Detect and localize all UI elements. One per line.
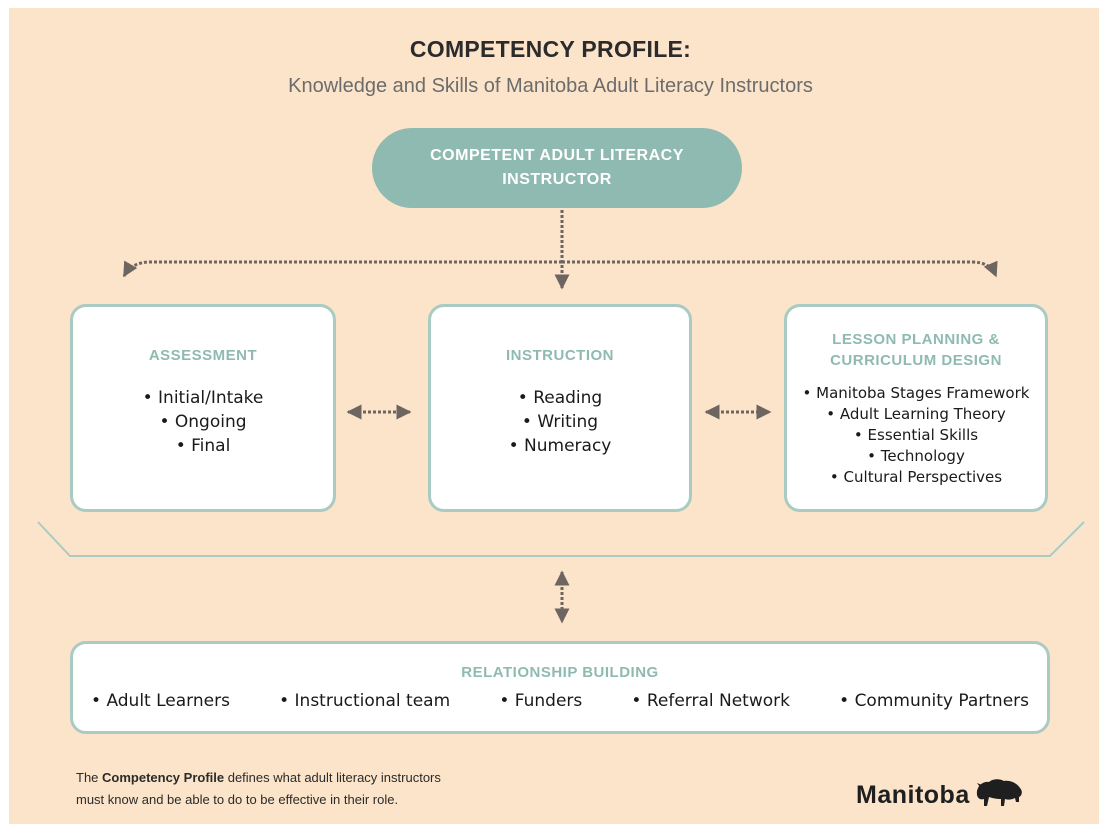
arrow-branch-left	[122, 260, 562, 278]
list-item: Community Partners	[839, 691, 1029, 711]
list-item: Reading	[431, 386, 689, 410]
lesson-heading-line2: CURRICULUM DESIGN	[830, 352, 1002, 369]
manitoba-logo: Manitoba	[856, 778, 1024, 812]
instruction-heading: INSTRUCTION	[506, 347, 614, 364]
list-item: Adult Learning Theory	[787, 404, 1045, 425]
page-title: COMPETENCY PROFILE:	[409, 36, 692, 62]
instruction-list: Reading Writing Numeracy	[431, 386, 689, 458]
lesson-heading-line1: LESSON PLANNING &	[832, 331, 1000, 348]
list-item: Referral Network	[631, 691, 790, 711]
footer-bold-term: Competency Profile	[102, 770, 225, 785]
lesson-planning-heading: LESSON PLANNING & CURRICULUM DESIGN	[787, 329, 1045, 371]
logo-wordmark: Manitoba	[856, 780, 970, 809]
assessment-box: ASSESSMENT Initial/Intake Ongoing Final	[70, 304, 336, 512]
list-item: Instructional team	[279, 691, 451, 711]
list-item: Numeracy	[431, 434, 689, 458]
arrow-branch-right	[562, 260, 998, 278]
footer-line2: must know and be able to do to be effect…	[76, 792, 399, 807]
lesson-list: Manitoba Stages Framework Adult Learning…	[787, 383, 1045, 488]
list-item: Final	[73, 434, 333, 458]
page-subtitle: Knowledge and Skills of Manitoba Adult L…	[288, 75, 813, 97]
list-item: Manitoba Stages Framework	[787, 383, 1045, 404]
relationship-heading: RELATIONSHIP BUILDING	[461, 664, 659, 681]
relationship-list: Adult Learners Instructional team Funder…	[73, 691, 1047, 711]
list-item: Initial/Intake	[73, 386, 333, 410]
list-item: Technology	[787, 446, 1045, 467]
lesson-planning-box: LESSON PLANNING & CURRICULUM DESIGN Mani…	[784, 304, 1048, 512]
list-item: Essential Skills	[787, 425, 1045, 446]
list-item: Cultural Perspectives	[787, 467, 1045, 488]
list-item: Adult Learners	[91, 691, 230, 711]
competent-instructor-node: COMPETENT ADULT LITERACY INSTRUCTOR	[372, 128, 742, 208]
list-item: Writing	[431, 410, 689, 434]
footer-note: The Competency Profile defines what adul…	[76, 767, 596, 811]
list-item: Ongoing	[73, 410, 333, 434]
instruction-box: INSTRUCTION Reading Writing Numeracy	[428, 304, 692, 512]
bison-icon	[976, 779, 1022, 806]
grouping-bracket	[37, 521, 1085, 557]
competent-instructor-label: COMPETENT ADULT LITERACY INSTRUCTOR	[430, 147, 684, 188]
footer-line1: The Competency Profile defines what adul…	[76, 770, 441, 785]
list-item: Funders	[499, 691, 583, 711]
assessment-heading: ASSESSMENT	[148, 347, 258, 364]
relationship-building-box: RELATIONSHIP BUILDING Adult Learners Ins…	[70, 641, 1050, 734]
assessment-list: Initial/Intake Ongoing Final	[73, 386, 333, 458]
